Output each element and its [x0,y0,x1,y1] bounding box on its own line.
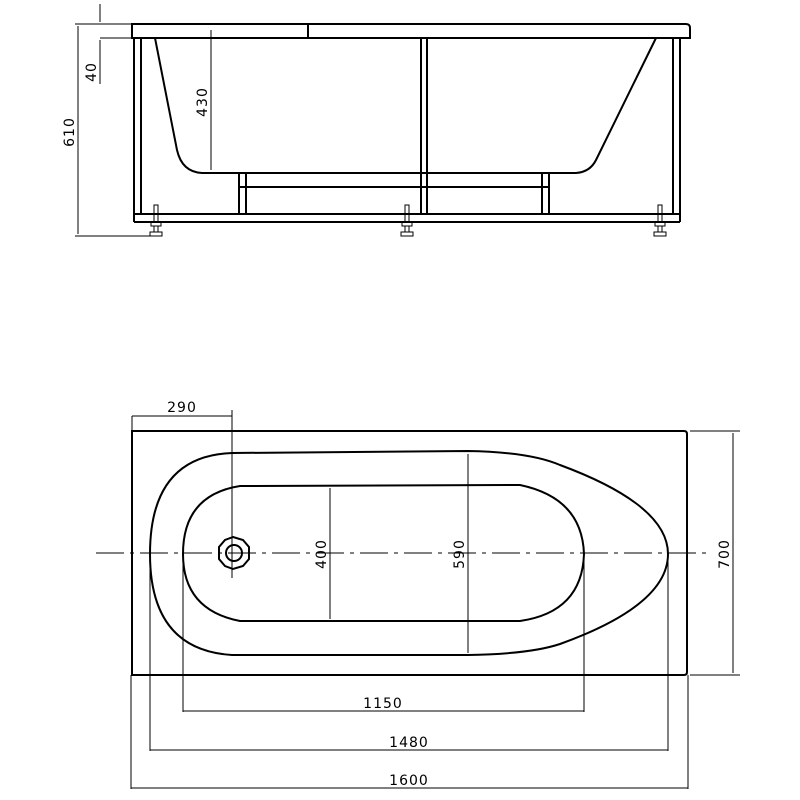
rim-left [131,23,309,39]
dim-outer-bowl-width: 590 [452,539,468,569]
adjustable-foot-icon [400,204,414,237]
dim-inner-bowl-width: 400 [314,539,330,569]
dim-total-height: 610 [62,117,78,147]
side-elevation-view: 610 40 430 [62,4,691,237]
top-plan-view: 290 400 590 700 1150 1480 1600 [96,400,740,789]
dim-outer-bowl-length: 1480 [389,735,429,751]
dim-inner-bowl-length: 1150 [363,696,403,712]
dim-drain-offset: 290 [167,400,197,416]
adjustable-foot-icon [149,204,163,237]
inner-bowl [181,483,586,622]
tub-rim [131,23,691,39]
dim-inner-depth: 430 [195,87,211,117]
dim-rim-thickness: 40 [84,62,100,82]
drain-icon [218,535,250,571]
adjustable-foot-icon [653,204,667,237]
tub-body-profile [154,37,657,174]
tub-outline [131,430,688,676]
outer-bowl [148,449,670,656]
dim-overall-width: 700 [717,539,733,569]
dim-overall-length: 1600 [389,773,429,789]
